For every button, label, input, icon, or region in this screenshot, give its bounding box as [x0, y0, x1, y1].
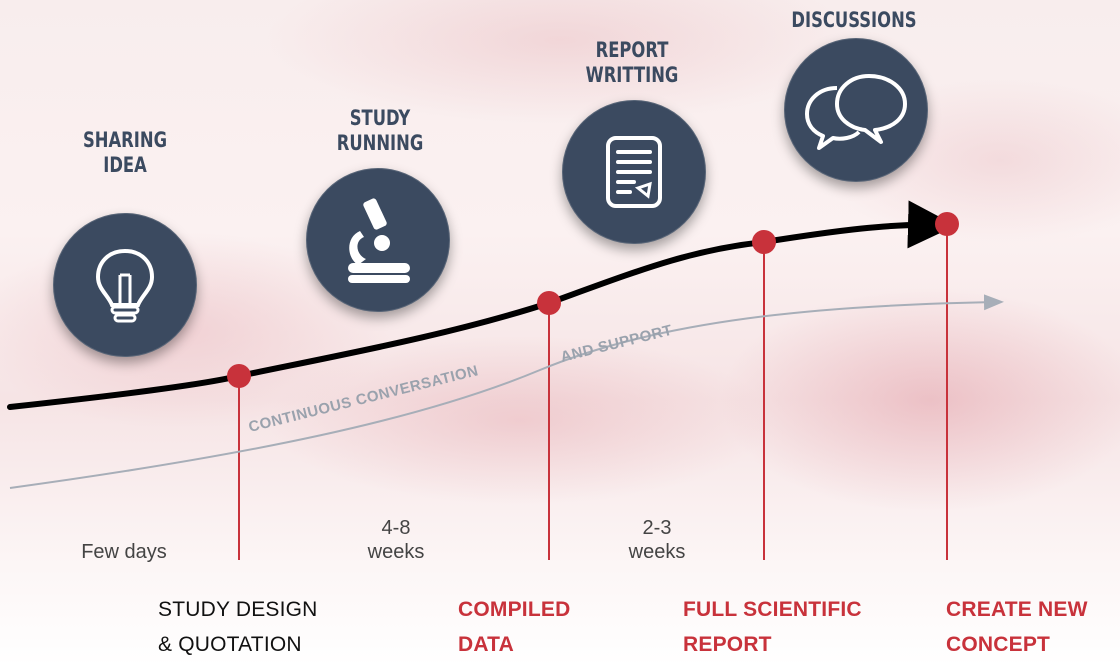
support-curve: [9, 294, 1004, 489]
duration-2-3-weeks: 2-3 weeks: [628, 517, 686, 563]
main-timeline-curve: [7, 200, 956, 410]
stage-circle-study: [306, 168, 450, 312]
duration-few-days: Few days: [81, 541, 167, 563]
milestone-compiled-data: COMPILED DATA: [458, 598, 571, 656]
stage-circle-sharing: [53, 213, 197, 357]
lightbulb-icon: [95, 248, 155, 323]
stage-circle-report: [562, 100, 706, 244]
milestone-full-report: FULL SCIENTIFIC REPORT: [683, 598, 862, 656]
milestone-dot-4: [935, 212, 959, 236]
milestone-new-concept: CREATE NEW CONCEPT: [946, 598, 1088, 656]
milestone-dot-1: [227, 364, 251, 388]
stage-circle-discussions: [784, 38, 928, 182]
stage-title-discussions: DISCUSSIONS: [791, 8, 917, 32]
speech-bubbles-icon: [805, 74, 907, 150]
support-label-2: AND SUPPORT: [559, 322, 674, 366]
stage-title-sharing: SHARING IDEA: [82, 128, 168, 177]
stage-title-study: STUDY RUNNING: [336, 106, 424, 155]
milestone-dot-3: [752, 230, 776, 254]
milestone-study-design: STUDY DESIGN & QUOTATION: [158, 598, 318, 656]
microscope-icon: [348, 198, 410, 283]
milestone-dot-2: [537, 291, 561, 315]
duration-4-8-weeks: 4-8 weeks: [367, 517, 425, 563]
stage-title-report: REPORT WRITTING: [585, 38, 679, 87]
document-icon: [606, 136, 662, 208]
